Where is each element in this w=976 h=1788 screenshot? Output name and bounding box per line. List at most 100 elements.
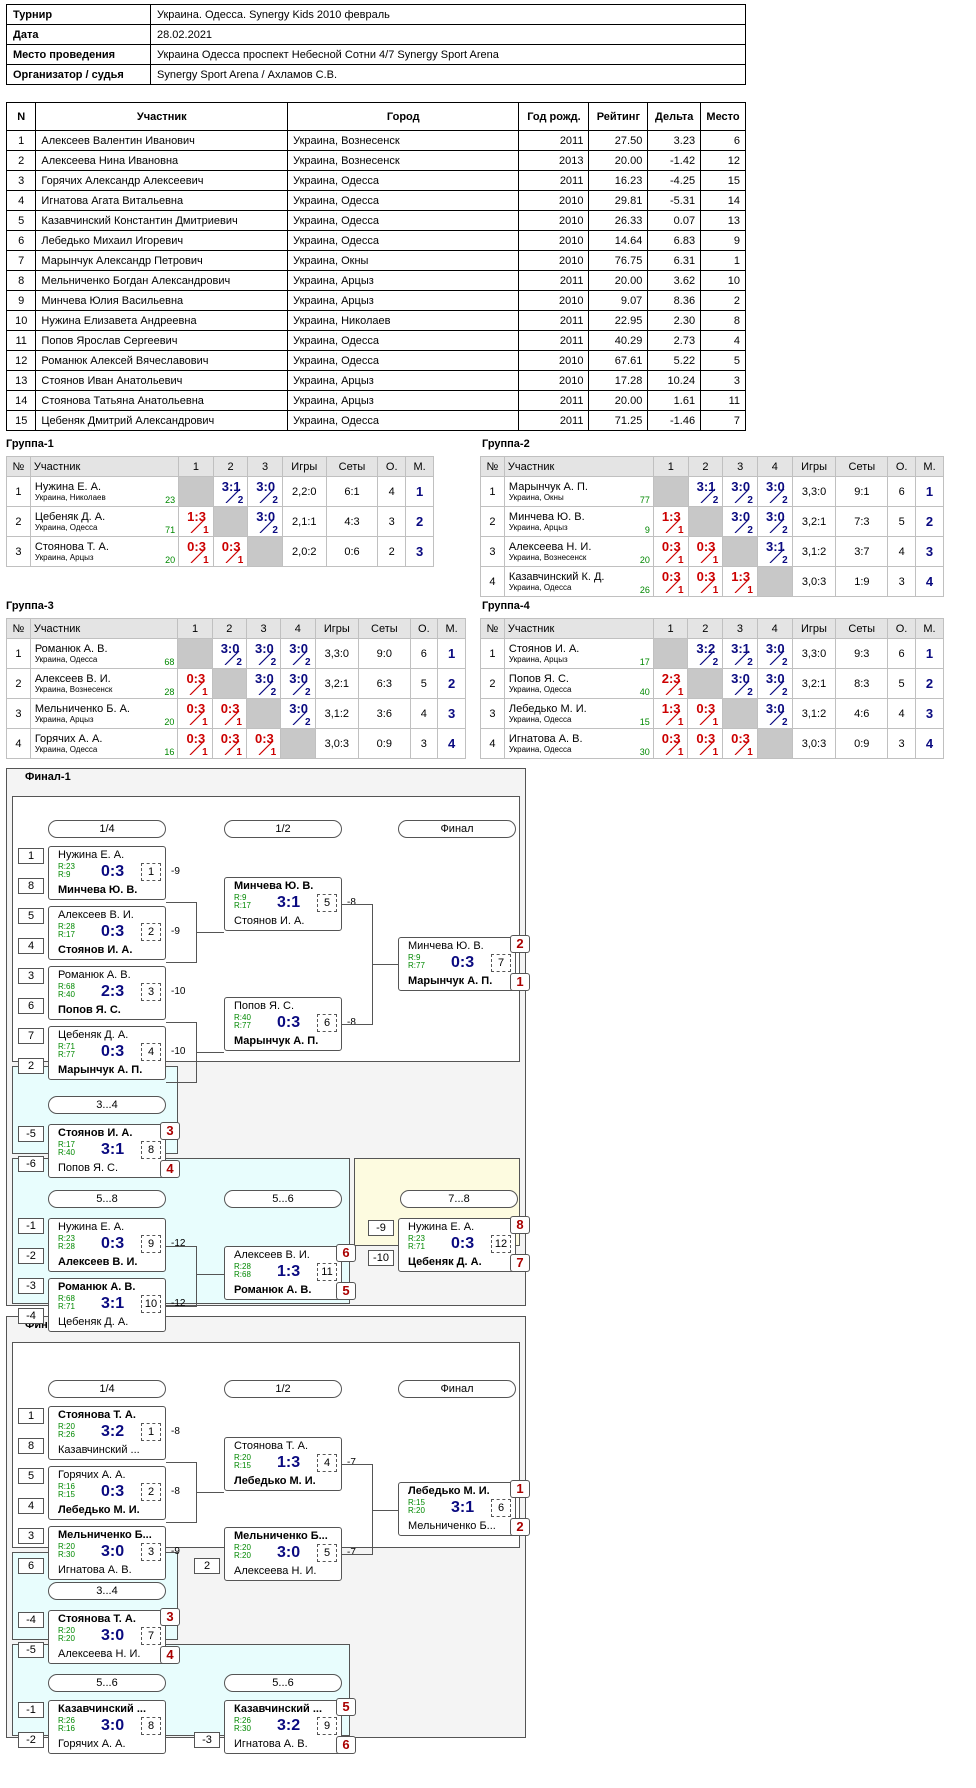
- header-sets: Сеты: [325, 456, 379, 477]
- table-cell: Алексеева Нина Ивановна: [35, 150, 289, 171]
- table-cell: -5.31: [647, 190, 702, 211]
- points-cell: 4: [409, 698, 439, 729]
- bracket-line: [166, 1462, 196, 1463]
- player-2-rating: R:71: [58, 1302, 75, 1311]
- table-cell: 13: [5, 370, 37, 391]
- round-label: Финал: [398, 820, 516, 838]
- sets-cell: 0:9: [358, 728, 411, 759]
- games-cell: 2,2:0: [281, 476, 327, 507]
- seed-box: -2: [18, 1732, 44, 1748]
- table-cell: Украина, Одесса: [287, 190, 520, 211]
- table-cell: 2011: [518, 130, 590, 151]
- player-1-rating: R:26: [58, 1716, 75, 1725]
- player-2-rating: R:9: [58, 870, 71, 879]
- row-number: 1: [480, 638, 505, 669]
- bracket-line: [196, 1246, 197, 1307]
- table-cell: 67.61: [588, 350, 649, 371]
- slash-divider: [225, 488, 241, 503]
- participant-rating: 40: [639, 687, 650, 697]
- match-points: 1: [678, 585, 684, 596]
- player-2-name: Лебедько М. И.: [234, 1475, 316, 1487]
- table-cell: 7: [700, 410, 746, 431]
- player-1-rating: R:16: [58, 1482, 75, 1491]
- match-points: 1: [236, 747, 242, 758]
- participant-name: Казавчинский К. Д.: [508, 570, 605, 583]
- match-points: 2: [237, 495, 244, 506]
- slash-divider: [259, 518, 275, 533]
- column-header: Город: [287, 102, 520, 131]
- player-2-rating: R:20: [408, 1506, 425, 1515]
- slash-divider: [190, 710, 205, 725]
- participant-city: Украина, Окны: [508, 492, 564, 502]
- slash-divider: [769, 650, 785, 665]
- player-2-rating: R:30: [234, 1724, 251, 1733]
- loser-destination: -9: [171, 1546, 180, 1557]
- bracket-line: [196, 932, 224, 933]
- match-score: 3:0: [101, 1717, 125, 1734]
- participant-city: Украина, Одесса: [34, 744, 98, 754]
- bracket-line: [342, 1024, 372, 1025]
- match-score: 3:0: [254, 671, 274, 686]
- header-opponent: 2: [211, 618, 247, 639]
- player-1-rating: R:20: [234, 1453, 251, 1462]
- match-points: 2: [270, 687, 277, 698]
- table-cell: 2010: [518, 210, 590, 231]
- round-label: 1/2: [224, 820, 342, 838]
- player-2-name: Стоянов И. А.: [234, 915, 305, 927]
- table-cell: Минчева Юлия Васильевна: [35, 290, 289, 311]
- self-cell: [211, 668, 247, 699]
- match-number: 2: [141, 923, 161, 941]
- table-cell: 2011: [518, 410, 590, 431]
- table-cell: 3: [5, 170, 37, 191]
- row-number: 3: [480, 536, 505, 567]
- match-number: 4: [141, 1043, 161, 1061]
- player-2-rating: R:71: [408, 1242, 425, 1251]
- seed-box: 5: [18, 908, 44, 924]
- round-label: 5...8: [48, 1190, 166, 1208]
- match-score: 3:0: [765, 641, 785, 656]
- group-3-title: Группа-3: [6, 600, 54, 612]
- table-cell: 2010: [518, 350, 590, 371]
- header-games: Игры: [791, 618, 837, 639]
- header-opponent: 2: [212, 456, 249, 477]
- column-header: Рейтинг: [588, 102, 649, 131]
- participant-rating: 23: [165, 495, 176, 505]
- match-score: 0:3: [101, 1483, 125, 1500]
- match-points: 2: [272, 495, 278, 506]
- seed-box: 6: [18, 1558, 44, 1574]
- header-no: №: [6, 618, 31, 639]
- loser-destination: -8: [347, 897, 356, 908]
- match-score: 3:2: [101, 1423, 125, 1440]
- player-1-rating: R:15: [408, 1498, 425, 1507]
- round-label: 5...6: [48, 1674, 166, 1692]
